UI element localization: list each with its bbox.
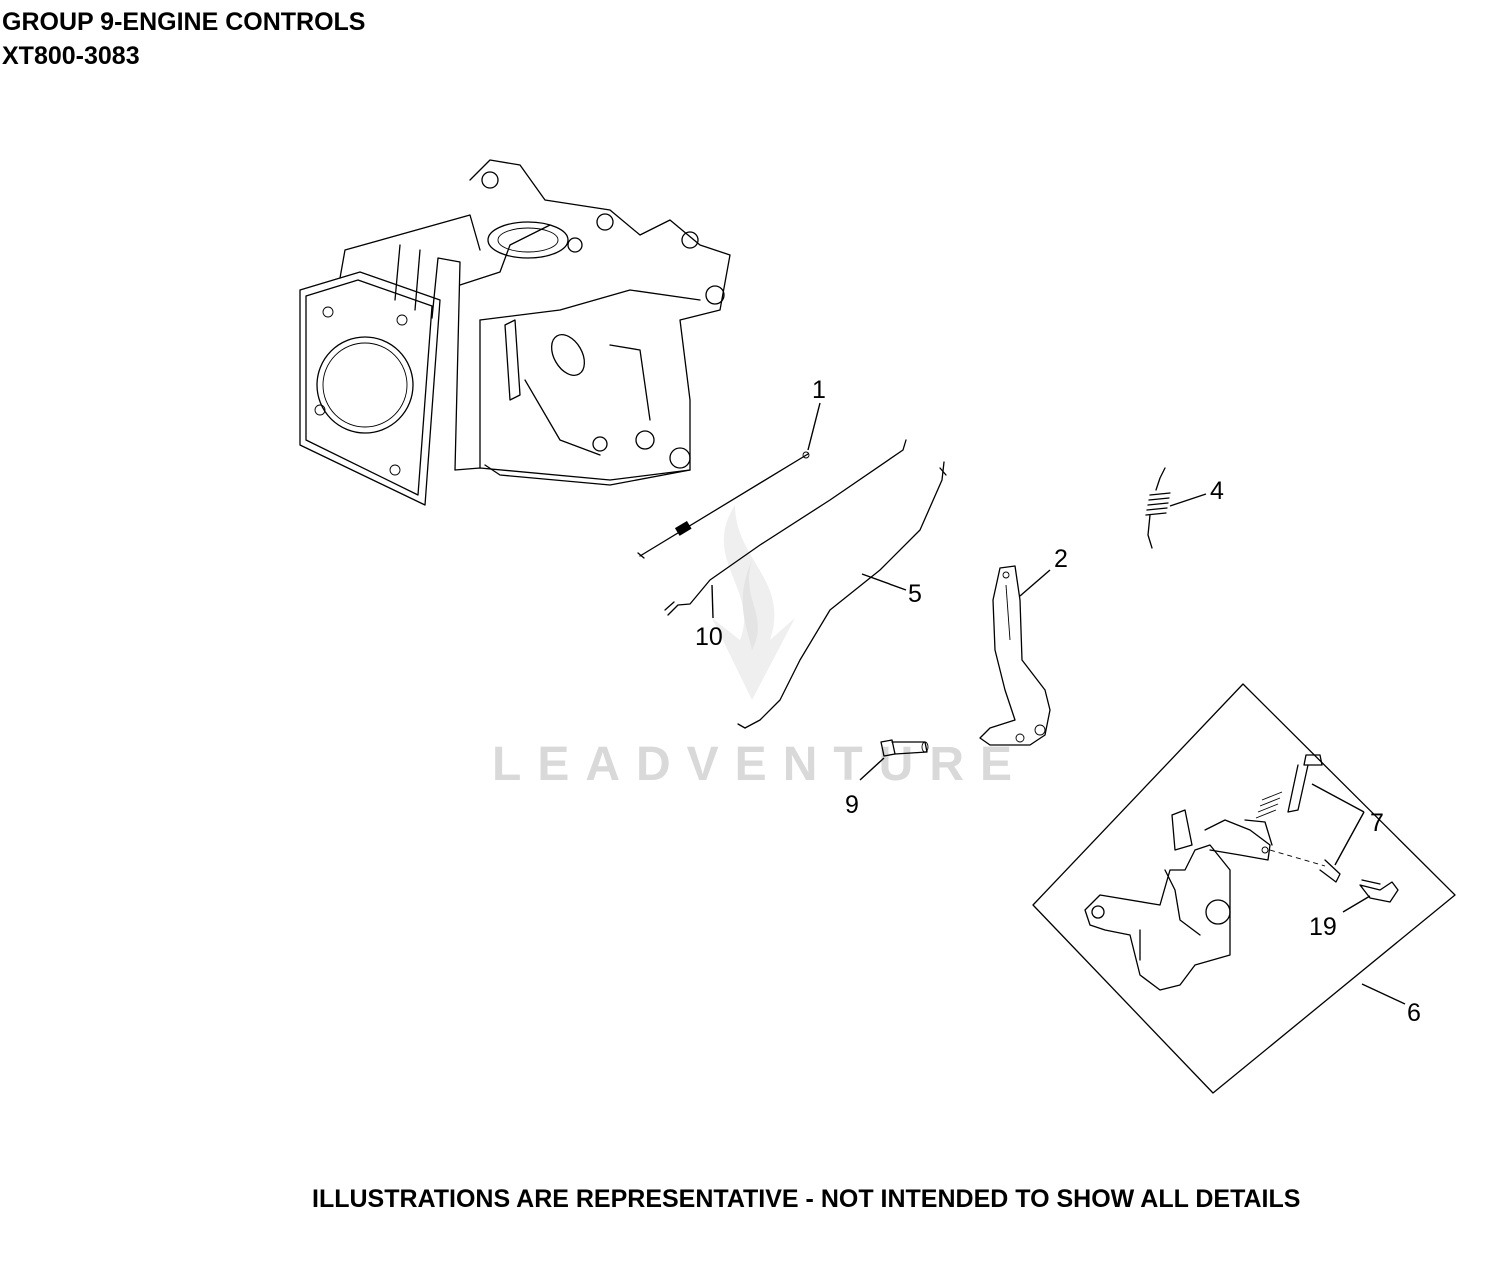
- part-1-governor-rod: [637, 451, 810, 559]
- leader-7b: [1334, 811, 1365, 866]
- leader-9: [859, 757, 885, 781]
- part-5-throttle-rod: [737, 461, 947, 729]
- leader-10: [711, 584, 714, 619]
- callout-6: 6: [1407, 999, 1421, 1027]
- part-7-pins: [1255, 754, 1341, 883]
- callout-19: 19: [1309, 913, 1337, 941]
- engine-block: [299, 159, 731, 506]
- part-9-clip: [880, 739, 929, 757]
- part-4-spring: [1145, 467, 1171, 549]
- callout-9: 9: [845, 791, 859, 819]
- page-title: GROUP 9-ENGINE CONTROLS: [2, 8, 366, 36]
- watermark-text: LEADVENTURE: [492, 738, 1028, 791]
- part-19-bolt: [1359, 879, 1399, 903]
- disclaimer-note: ILLUSTRATIONS ARE REPRESENTATIVE - NOT I…: [312, 1185, 1301, 1213]
- callout-2: 2: [1054, 545, 1068, 573]
- part-6-control-assembly: [1032, 683, 1456, 1094]
- leader-7a: [1311, 783, 1365, 813]
- leader-1: [807, 402, 821, 451]
- leader-19: [1342, 895, 1371, 913]
- leader-lines: [711, 402, 1406, 1005]
- model-number: XT800-3083: [2, 42, 140, 70]
- callout-5: 5: [908, 580, 922, 608]
- callout-7: 7: [1370, 809, 1384, 837]
- callout-10: 10: [695, 623, 723, 651]
- callout-4: 4: [1210, 477, 1224, 505]
- leader-4: [1169, 493, 1207, 507]
- watermark-logo: [712, 505, 795, 700]
- part-2-control-lever: [979, 565, 1051, 746]
- part-10-choke-rod: [664, 439, 907, 616]
- leader-2: [1019, 569, 1051, 597]
- leader-5: [861, 573, 907, 591]
- leader-6: [1361, 983, 1406, 1005]
- callout-1: 1: [812, 376, 826, 404]
